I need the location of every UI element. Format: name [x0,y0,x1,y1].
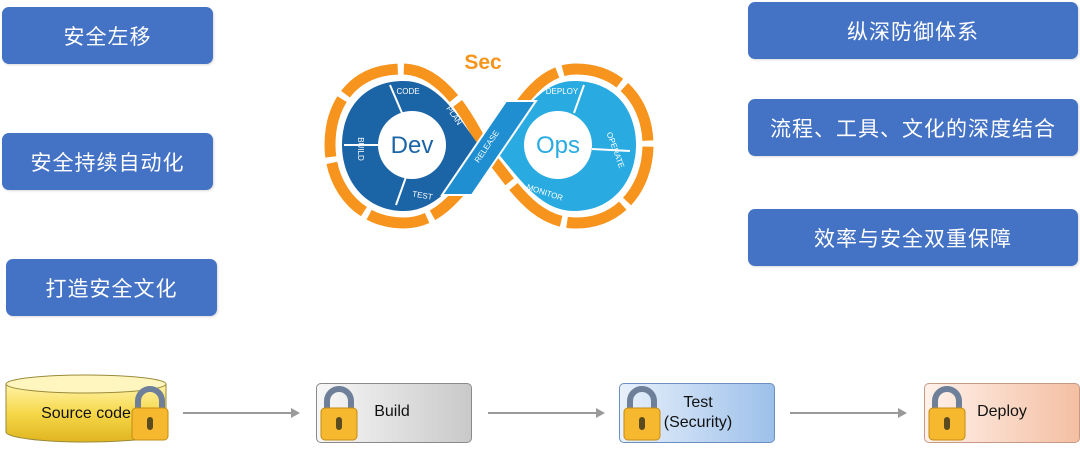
build-label: Build [374,403,410,420]
test-label-line1: Test [683,394,713,411]
dev-center [378,111,446,179]
release-band [440,100,538,196]
ops-center [524,111,592,179]
test-label: Test (Security) [640,387,756,439]
lock-icon [131,386,169,441]
dev-label: Dev [391,132,434,159]
left-box-shift-left: 安全左移 [2,7,213,64]
right-box-defense-in-depth: 纵深防御体系 [748,2,1078,59]
deploy-label: Deploy [977,403,1027,420]
devsecops-logo: Sec Dev Ops CODE PLAN BUILD TEST RELEASE… [324,51,654,229]
step-deploy: DEPLOY [546,87,579,96]
ops-label: Ops [536,132,580,159]
step-build: BUILD [356,137,365,161]
right-box-process-tools-culture: 流程、工具、文化的深度结合 [748,99,1078,156]
lock-icon [320,386,358,441]
right-box-efficiency-security: 效率与安全双重保障 [748,209,1078,266]
left-box-security-culture: 打造安全文化 [6,259,217,316]
arrow-icon [488,408,605,418]
source-code-cylinder [5,374,167,443]
lock-icon [623,386,661,441]
sec-label: Sec [464,51,502,74]
step-test: TEST [412,189,434,201]
arrow-icon [790,408,907,418]
left-box-continuous-automation: 安全持续自动化 [2,133,213,190]
test-label-line2: (Security) [663,414,733,431]
arrow-icon [183,408,300,418]
step-code: CODE [396,87,419,96]
source-code-label: Source code [41,405,131,422]
lock-icon [928,386,966,441]
